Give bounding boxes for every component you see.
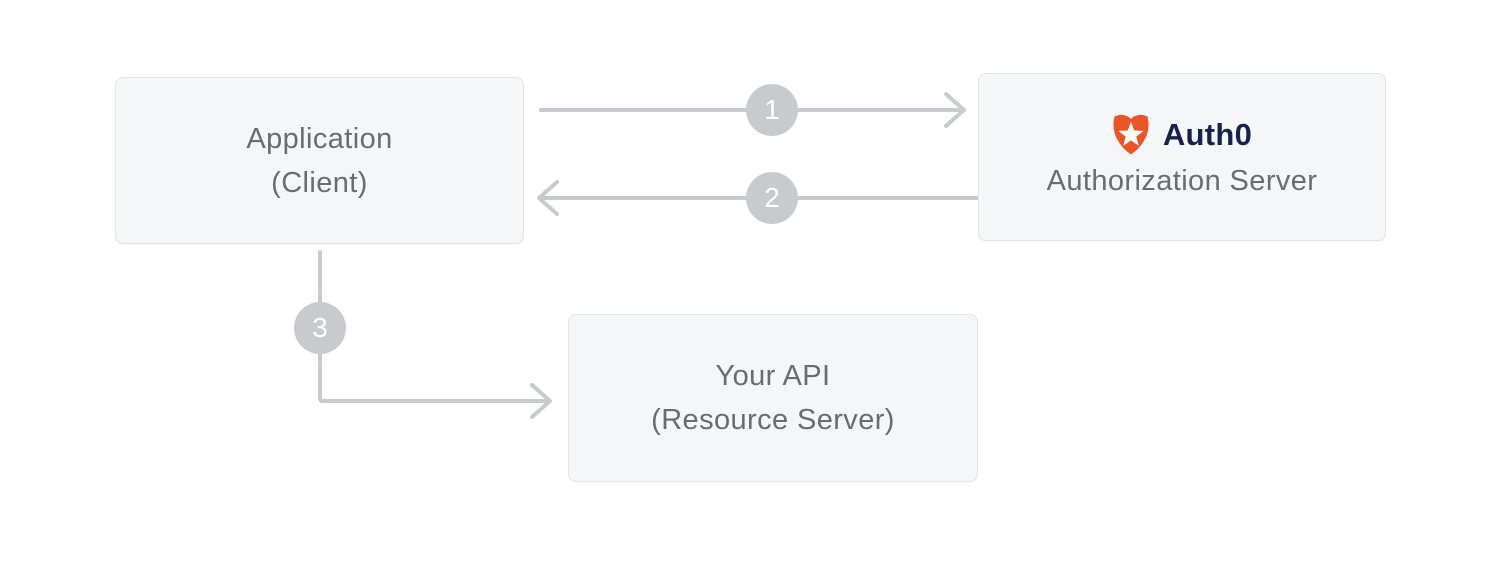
auth0-shield-icon [1113,114,1149,155]
application-label-line1: Application [246,122,393,155]
node-application-client: Application (Client) [115,77,524,244]
application-label-line2: (Client) [271,166,368,199]
step-badge-2: 2 [746,172,798,224]
node-authorization-server: Auth0 Authorization Server [978,73,1386,241]
arrow-3-elbow [318,250,552,419]
api-label-line1: Your API [715,360,831,392]
api-label-line2: (Resource Server) [651,404,895,436]
step-badge-1: 1 [746,84,798,136]
authorization-server-label: Authorization Server [1046,165,1318,197]
step-badge-3: 3 [294,302,346,354]
auth0-wordmark: Auth0 [1162,117,1253,152]
node-your-api: Your API (Resource Server) [568,314,978,482]
auth0-brand-row: Auth0 [1112,111,1252,159]
